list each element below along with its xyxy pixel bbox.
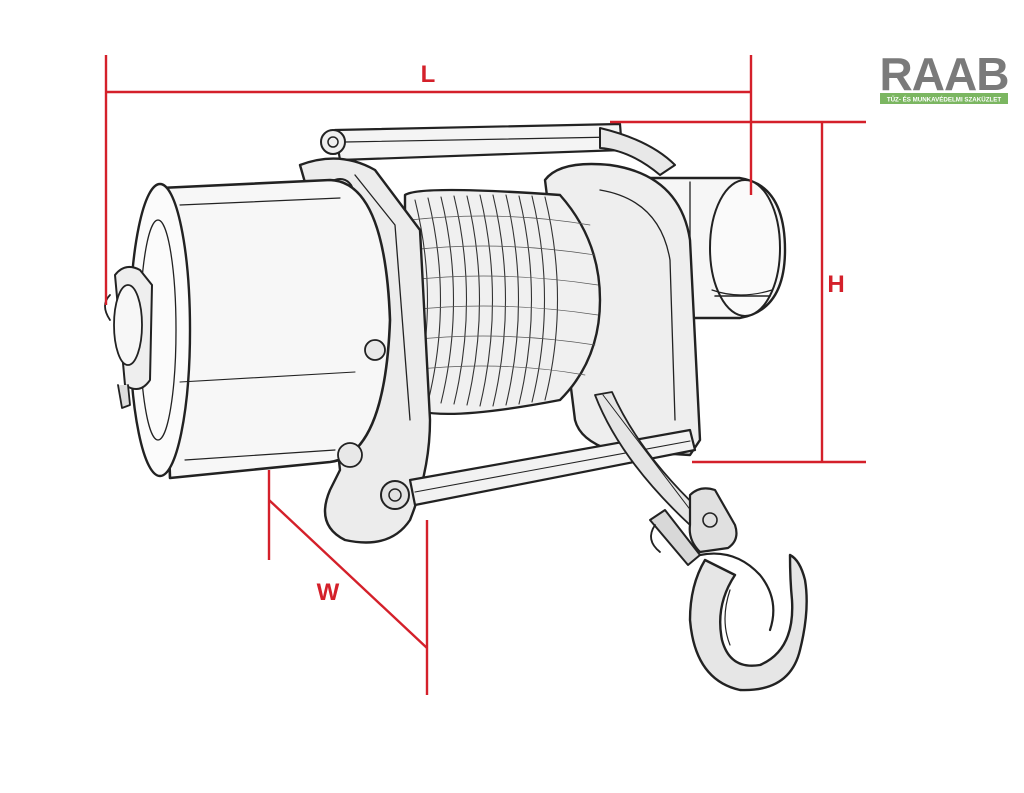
width-label: W	[317, 579, 340, 606]
logo-tagline: TŰZ- ÉS MUNKAVÉDELMI SZAKÜZLET	[887, 96, 1002, 104]
winch-illustration	[104, 122, 808, 692]
dimension-lines	[104, 55, 866, 695]
length-label: L	[421, 61, 436, 88]
height-label: H	[827, 271, 844, 298]
logo-tagline-bar	[880, 93, 1008, 104]
width-dimension-line	[268, 499, 428, 649]
left-gearbox-housing	[128, 178, 392, 480]
hand-release-lever	[104, 265, 153, 409]
logo-brand: RAAB	[880, 48, 1009, 100]
top-tie-rod	[320, 122, 676, 176]
cable-drum	[403, 188, 602, 416]
hook	[649, 487, 808, 692]
raab-logo: RAAB TŰZ- ÉS MUNKAVÉDELMI SZAKÜZLET	[880, 48, 1009, 104]
dimension-labels: L H W	[317, 61, 845, 606]
